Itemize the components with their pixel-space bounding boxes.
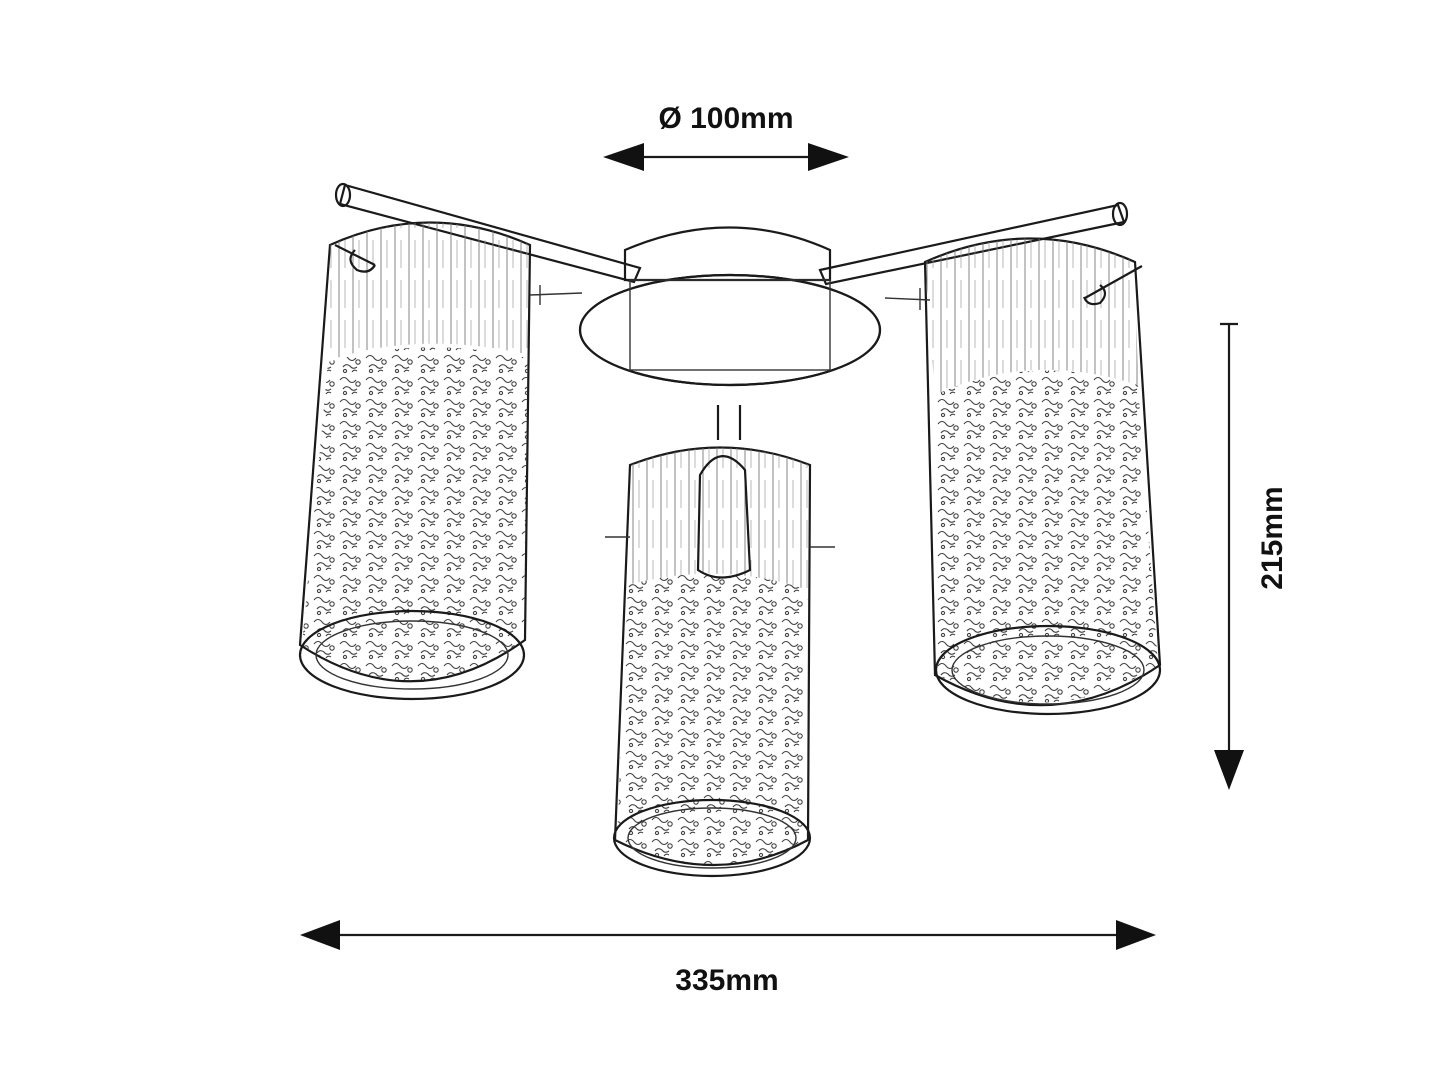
dimension-width: 335mm <box>300 920 1156 997</box>
dimension-height: 215mm <box>1214 322 1289 790</box>
lampshade-center <box>605 446 835 878</box>
arm-left <box>334 182 642 284</box>
lampshade-left <box>298 221 583 701</box>
dimension-diameter-label: Ø 100mm <box>658 102 793 135</box>
dimension-diameter: Ø 100mm <box>603 102 849 171</box>
dimension-height-label: 215mm <box>1256 486 1289 589</box>
dimension-width-label: 335mm <box>675 964 778 997</box>
lampshade-right <box>884 237 1162 716</box>
ceiling-canopy <box>578 226 882 440</box>
